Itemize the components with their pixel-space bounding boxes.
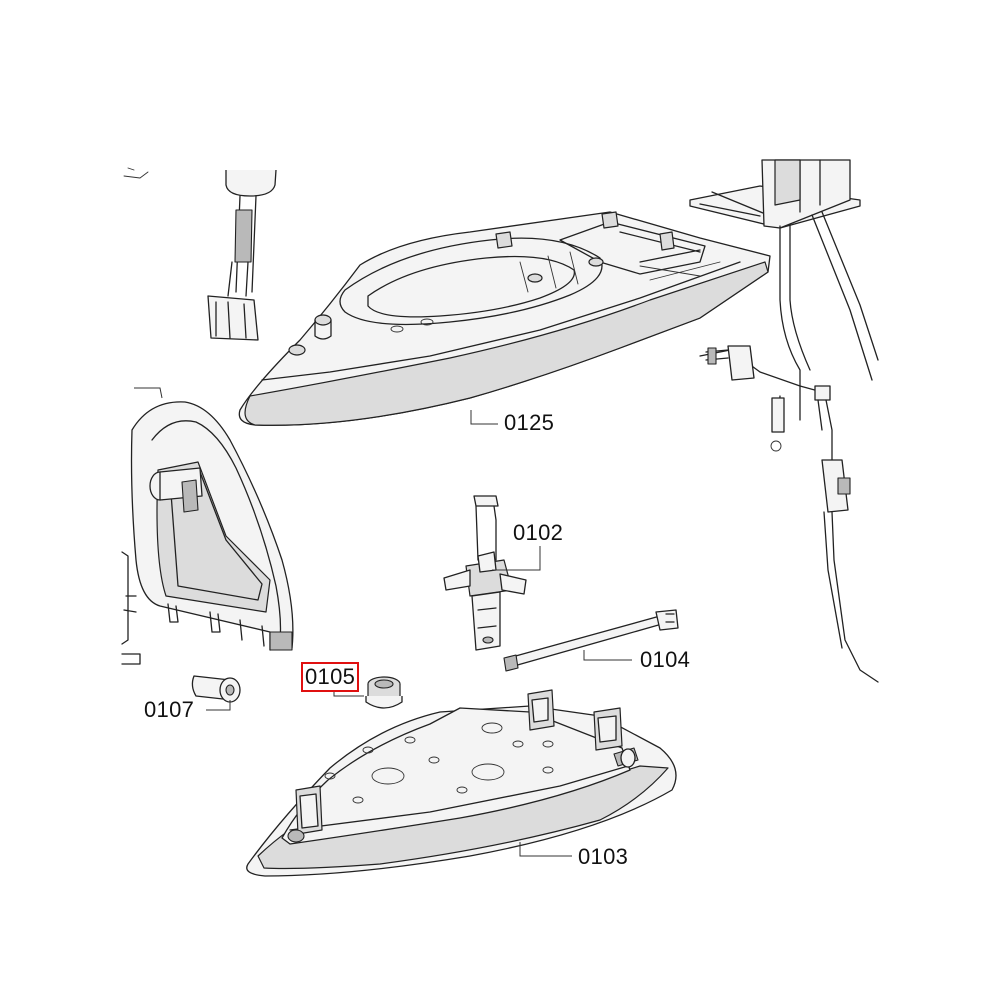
label-0103[interactable]: 0103 bbox=[578, 844, 629, 869]
label-0125[interactable]: 0125 bbox=[504, 410, 555, 435]
thermostat-0102 bbox=[443, 495, 527, 651]
leader-0103 bbox=[519, 842, 572, 857]
power-cord-connector bbox=[123, 167, 277, 341]
leader-0125 bbox=[470, 410, 498, 425]
leader-0107 bbox=[206, 700, 231, 711]
rear-cover bbox=[121, 387, 294, 665]
control-panel-wiring bbox=[689, 159, 879, 683]
upper-housing-0125 bbox=[238, 211, 771, 426]
leader-0102 bbox=[492, 546, 541, 571]
label-0104[interactable]: 0104 bbox=[640, 647, 691, 672]
label-0107[interactable]: 0107 bbox=[144, 697, 195, 722]
soleplate-0103 bbox=[246, 689, 677, 877]
leader-0104 bbox=[583, 650, 632, 661]
label-0102[interactable]: 0102 bbox=[513, 520, 564, 545]
leader-0105 bbox=[333, 690, 364, 697]
screw-0107 bbox=[191, 675, 241, 703]
label-0105-highlighted[interactable]: 0105 bbox=[300, 662, 360, 692]
wire-0104 bbox=[503, 609, 679, 672]
bushing-0105 bbox=[365, 676, 403, 709]
